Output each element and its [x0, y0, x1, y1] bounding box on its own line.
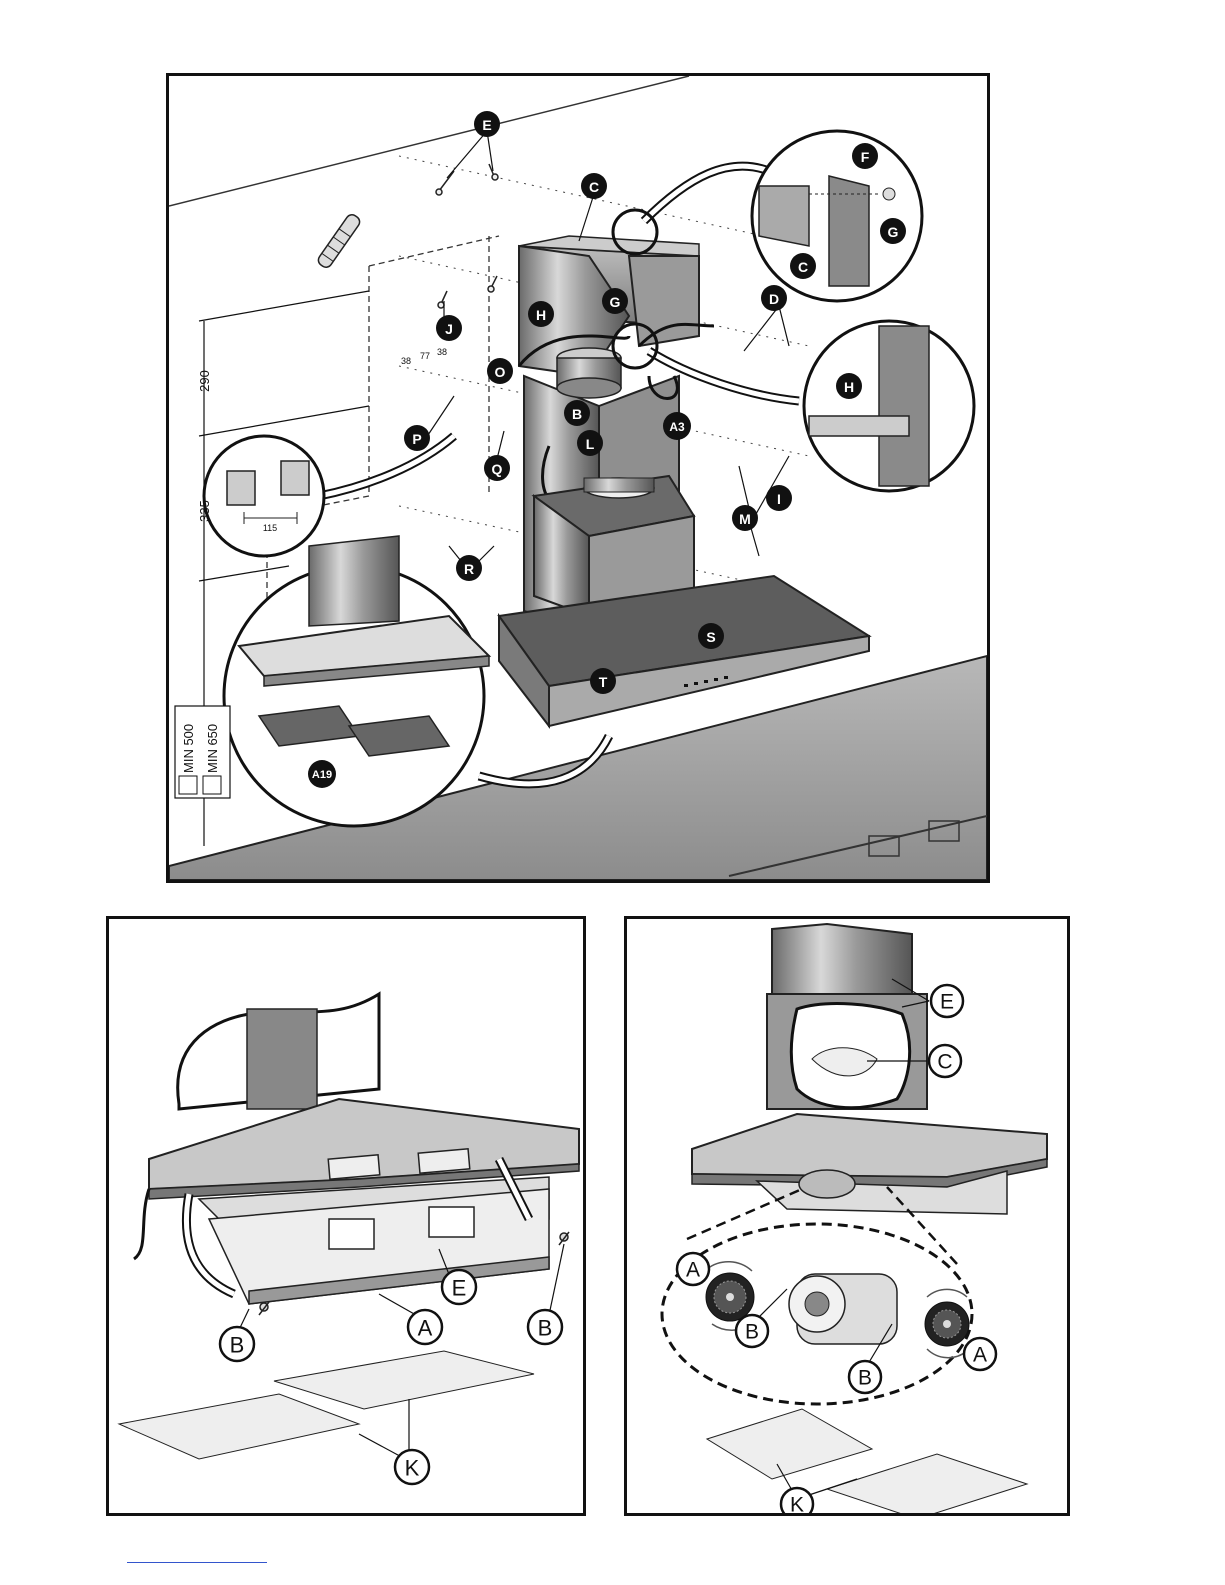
- dimension-335: 335: [197, 500, 212, 522]
- dimension-290: 290: [197, 370, 212, 392]
- svg-text:R: R: [464, 561, 474, 577]
- callout-j: J: [436, 315, 462, 341]
- fan-motor: [789, 1274, 897, 1344]
- svg-text:B: B: [230, 1333, 245, 1358]
- svg-text:I: I: [777, 491, 781, 507]
- svg-text:F: F: [861, 149, 870, 165]
- callout-e: E: [474, 111, 500, 137]
- callout-l: L: [577, 430, 603, 456]
- svg-text:B: B: [745, 1321, 759, 1344]
- svg-text:A19: A19: [312, 769, 332, 781]
- min-650-label: MIN 650: [205, 724, 220, 773]
- callout-b-right: B: [849, 1361, 881, 1393]
- callout-b-right: B: [528, 1310, 562, 1344]
- svg-text:P: P: [412, 431, 421, 447]
- callout-a3: A3: [663, 412, 691, 440]
- callout-f: F: [852, 143, 878, 169]
- svg-text:H: H: [844, 379, 854, 395]
- svg-text:K: K: [405, 1456, 420, 1481]
- callout-c-detail: C: [790, 253, 816, 279]
- callout-e: E: [931, 985, 963, 1017]
- callout-c: C: [929, 1045, 961, 1077]
- carbon-filter-left: [706, 1273, 754, 1321]
- detail-bracket-h: [804, 321, 974, 491]
- grease-filter-left: [119, 1394, 359, 1459]
- callout-b-left: B: [220, 1327, 254, 1361]
- dimension-77: 77: [420, 351, 430, 361]
- callout-g-detail: G: [880, 218, 906, 244]
- svg-text:D: D: [769, 291, 779, 307]
- ceiling-line: [169, 76, 689, 206]
- callout-o: O: [487, 358, 513, 384]
- svg-text:A: A: [973, 1344, 987, 1367]
- svg-text:C: C: [937, 1051, 952, 1074]
- callout-q: Q: [484, 455, 510, 481]
- wall-plug-icon: [316, 212, 362, 269]
- svg-text:K: K: [790, 1494, 804, 1514]
- detail-brackets-o: 115: [204, 436, 324, 556]
- callout-a19: A19: [308, 760, 336, 788]
- callout-k: K: [781, 1488, 813, 1513]
- filter-removal-diagram: B A B E K: [109, 919, 583, 1513]
- svg-text:C: C: [798, 259, 808, 275]
- callout-b: B: [564, 400, 590, 426]
- grease-filter-right: [274, 1351, 534, 1409]
- carbon-filter-diagram: E C A A B B K: [627, 919, 1067, 1513]
- callout-r: R: [456, 555, 482, 581]
- callout-s: S: [698, 623, 724, 649]
- bracket-spacing-label: 115: [263, 523, 277, 533]
- svg-text:O: O: [495, 364, 506, 380]
- carbon-filter-panel: E C A A B B K: [624, 916, 1070, 1516]
- svg-text:M: M: [739, 511, 751, 527]
- svg-text:E: E: [452, 1276, 467, 1301]
- carbon-filter-right: [925, 1302, 969, 1346]
- dimension-38-a: 38: [401, 356, 411, 366]
- callout-a: A: [408, 1310, 442, 1344]
- svg-text:T: T: [599, 674, 608, 690]
- dimension-38-b: 38: [437, 347, 447, 357]
- svg-text:A3: A3: [669, 420, 685, 434]
- callout-b-left: B: [736, 1315, 768, 1347]
- callout-k: K: [395, 1450, 429, 1484]
- svg-text:Q: Q: [492, 461, 503, 477]
- callout-e: E: [442, 1270, 476, 1304]
- svg-text:E: E: [482, 117, 491, 133]
- svg-text:A: A: [418, 1316, 433, 1341]
- callout-m: M: [732, 505, 758, 531]
- svg-text:G: G: [610, 294, 621, 310]
- svg-text:A: A: [686, 1259, 700, 1282]
- svg-text:S: S: [706, 629, 715, 645]
- callout-h: H: [528, 301, 554, 327]
- svg-text:C: C: [589, 179, 599, 195]
- svg-text:B: B: [538, 1316, 553, 1341]
- footer-underline: [127, 1562, 267, 1563]
- svg-text:L: L: [586, 436, 595, 452]
- callout-g: G: [602, 288, 628, 314]
- callout-c: C: [581, 173, 607, 199]
- svg-text:E: E: [940, 991, 954, 1014]
- callout-a-right: A: [964, 1338, 996, 1370]
- min-height-box: MIN 500 MIN 650: [175, 706, 230, 798]
- callout-a-left: A: [677, 1253, 709, 1285]
- callout-t: T: [590, 668, 616, 694]
- installation-diagram: 115 290 335 38 77 38 MIN 500 MIN 650: [169, 76, 987, 880]
- svg-text:J: J: [445, 321, 453, 337]
- svg-text:G: G: [888, 224, 899, 240]
- filter-removal-panel: B A B E K: [106, 916, 586, 1516]
- detail-bracket-c: [752, 131, 922, 301]
- callout-h-detail: H: [836, 373, 862, 399]
- callout-p: P: [404, 425, 430, 451]
- min-500-label: MIN 500: [181, 724, 196, 773]
- svg-text:B: B: [858, 1367, 872, 1390]
- installation-diagram-panel: 115 290 335 38 77 38 MIN 500 MIN 650: [166, 73, 990, 883]
- svg-text:H: H: [536, 307, 546, 323]
- callout-d: D: [761, 285, 787, 311]
- svg-text:B: B: [572, 406, 582, 422]
- detail-grease-filters: [224, 536, 489, 826]
- callout-i: I: [766, 485, 792, 511]
